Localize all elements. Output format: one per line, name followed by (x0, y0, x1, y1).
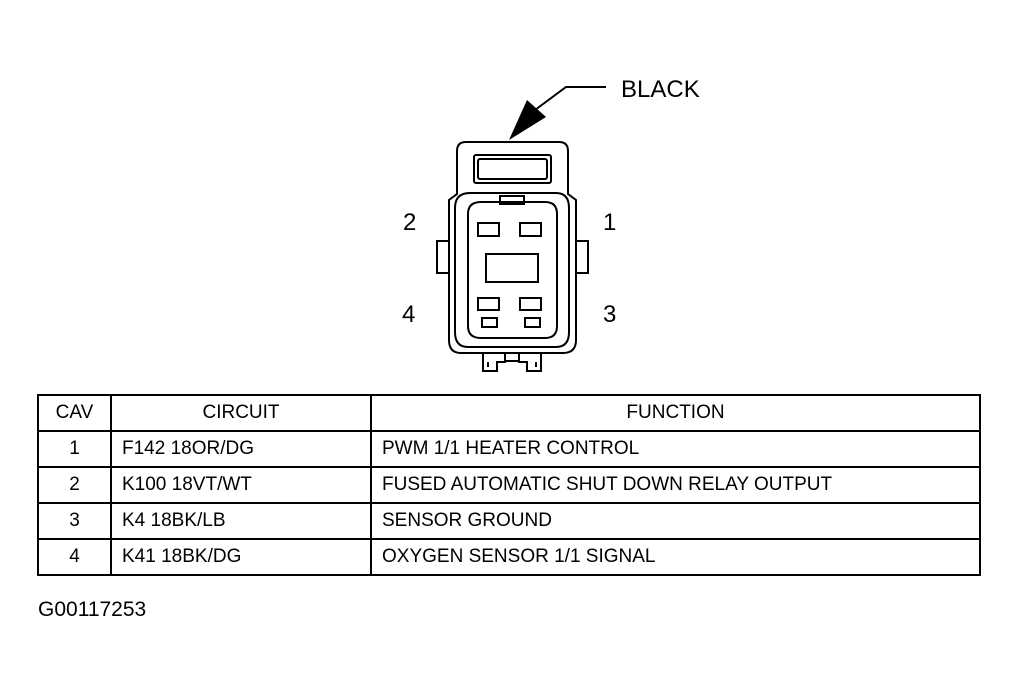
cell-cav: 2 (37, 466, 112, 504)
cell-cav: 3 (37, 502, 112, 540)
cavity-3 (519, 297, 542, 311)
cell-function: SENSOR GROUND (370, 502, 981, 540)
cell-function: OXYGEN SENSOR 1/1 SIGNAL (370, 538, 981, 576)
table-row: 4 K41 18BK/DG OXYGEN SENSOR 1/1 SIGNAL (37, 538, 981, 576)
housing-color-label: BLACK (621, 76, 700, 103)
table-row: 3 K4 18BK/LB SENSOR GROUND (37, 502, 981, 540)
cell-circuit: K4 18BK/LB (110, 502, 372, 540)
left-tab (436, 240, 450, 274)
cell-circuit: F142 18OR/DG (110, 430, 372, 468)
cell-circuit: K41 18BK/DG (110, 538, 372, 576)
table-row: 2 K100 18VT/WT FUSED AUTOMATIC SHUT DOWN… (37, 466, 981, 504)
header-circuit: CIRCUIT (110, 394, 372, 432)
cell-cav: 4 (37, 538, 112, 576)
color-callout (509, 86, 606, 140)
cavity-label-4: 4 (402, 301, 415, 328)
cavity-label-1: 1 (603, 209, 616, 236)
connector-housing (436, 141, 589, 372)
cavity-4 (477, 297, 500, 311)
header-cav: CAV (37, 394, 112, 432)
cavity-2 (477, 222, 500, 237)
pinout-table: CAV CIRCUIT FUNCTION 1 F142 18OR/DG PWM … (37, 394, 981, 576)
center-key (485, 253, 539, 283)
right-tab (575, 240, 589, 274)
cell-function: FUSED AUTOMATIC SHUT DOWN RELAY OUTPUT (370, 466, 981, 504)
cavity-label-3: 3 (603, 301, 616, 328)
cell-function: PWM 1/1 HEATER CONTROL (370, 430, 981, 468)
connector-diagram: BLACK 2 1 4 3 (402, 76, 700, 372)
cell-circuit: K100 18VT/WT (110, 466, 372, 504)
table-row: 1 F142 18OR/DG PWM 1/1 HEATER CONTROL (37, 430, 981, 468)
diagram-id-label: G00117253 (38, 598, 147, 621)
table-header-row: CAV CIRCUIT FUNCTION (37, 394, 981, 432)
cell-cav: 1 (37, 430, 112, 468)
cavity-label-2: 2 (403, 209, 416, 236)
latch-slot (473, 154, 552, 184)
header-function: FUNCTION (370, 394, 981, 432)
cavity-1 (519, 222, 542, 237)
callout-arrow-icon (509, 100, 546, 140)
